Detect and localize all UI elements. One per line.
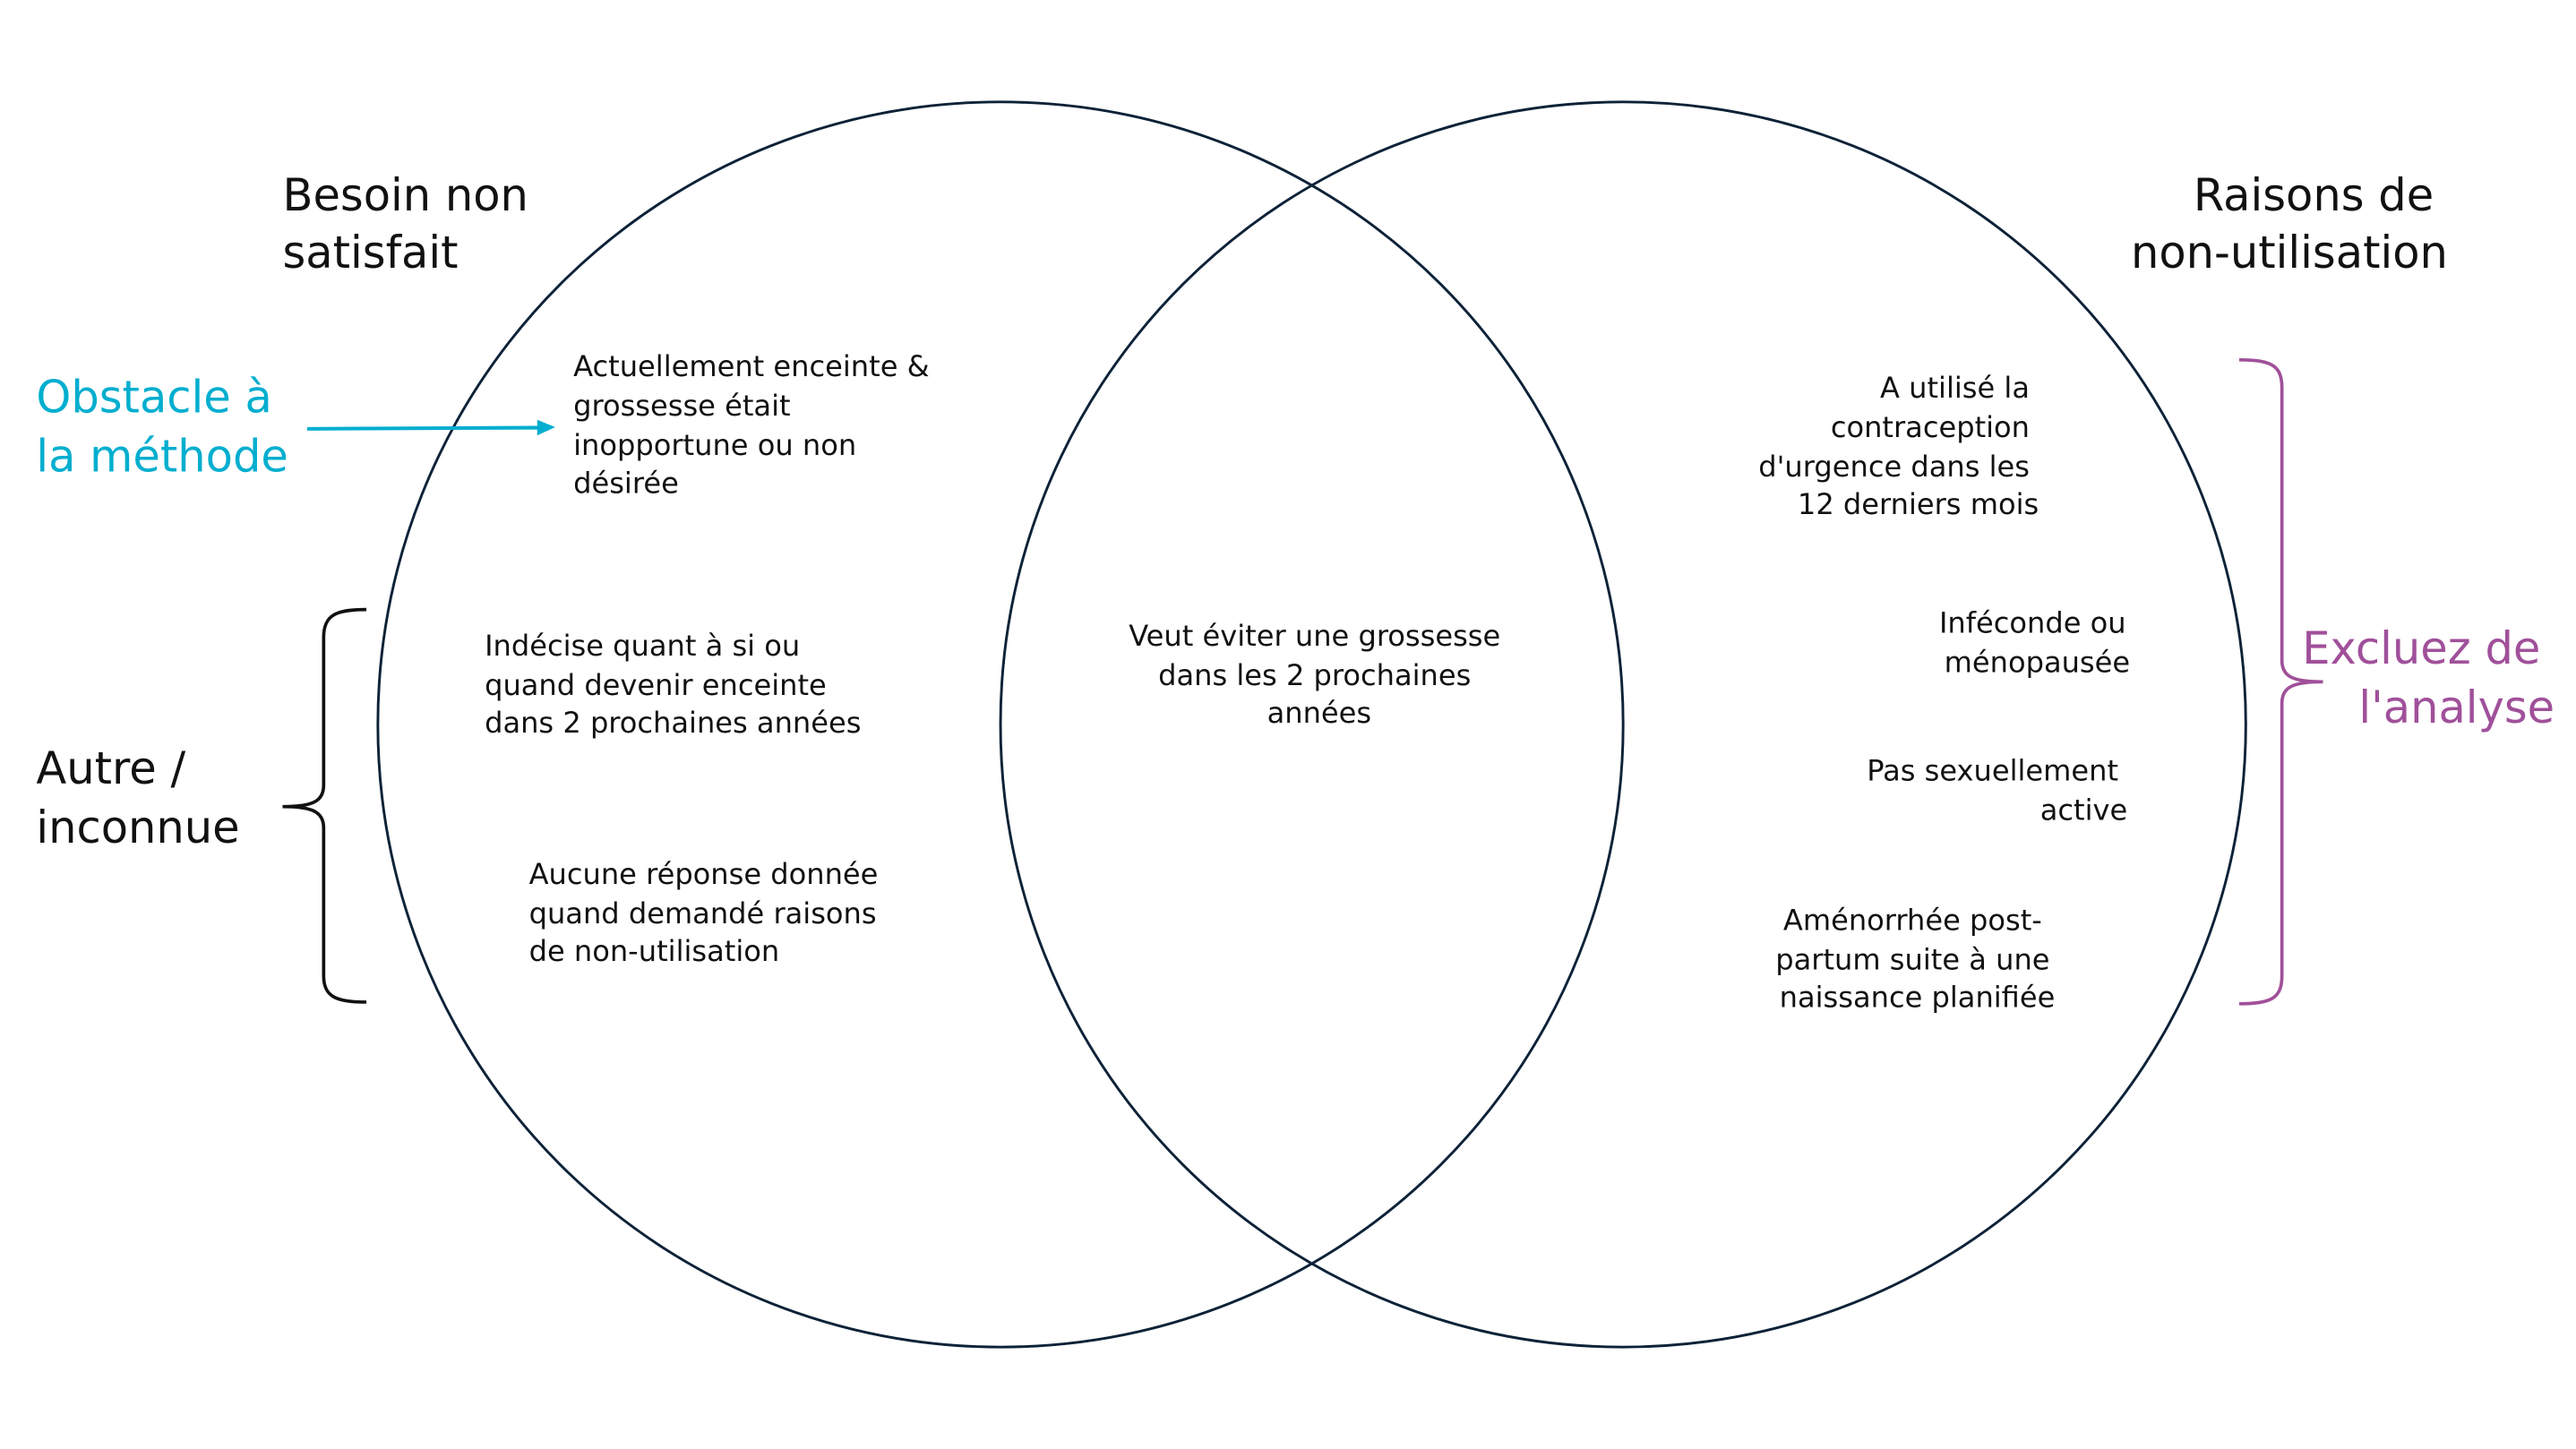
left-circle (376, 100, 1625, 1349)
item-pregnant-unwanted: Actuellement enceinte & grossesse était … (573, 349, 939, 500)
left-circle-title: Besoin non satisfait (282, 169, 542, 279)
left-brace-icon (282, 607, 367, 1004)
arrow-right-icon (306, 419, 555, 436)
item-amenorrhea: Aménorrhée post- partum suite à une nais… (1775, 903, 2058, 1014)
right-circle (999, 100, 2247, 1349)
other-label: Autre / inconnue (36, 742, 239, 853)
right-circle-title: Raisons de non-utilisation (2131, 169, 2448, 279)
obstacle-label: Obstacle à la méthode (36, 372, 288, 483)
right-brace-icon (2238, 357, 2323, 1006)
exclude-label: Excluez de l'analyse (2302, 622, 2555, 733)
item-not-sexually-active: Pas sexuellement active (1867, 753, 2127, 827)
item-infecund: Inféconde ou ménopausée (1939, 605, 2135, 679)
item-undecided: Indécise quant à si ou quand devenir enc… (485, 629, 861, 740)
item-intersection: Veut éviter une grossesse dans les 2 pro… (1129, 619, 1509, 730)
item-no-answer: Aucune réponse donnée quand demandé rais… (529, 857, 888, 968)
item-emergency-contraception: A utilisé la contraception d'urgence dan… (1758, 371, 2039, 521)
